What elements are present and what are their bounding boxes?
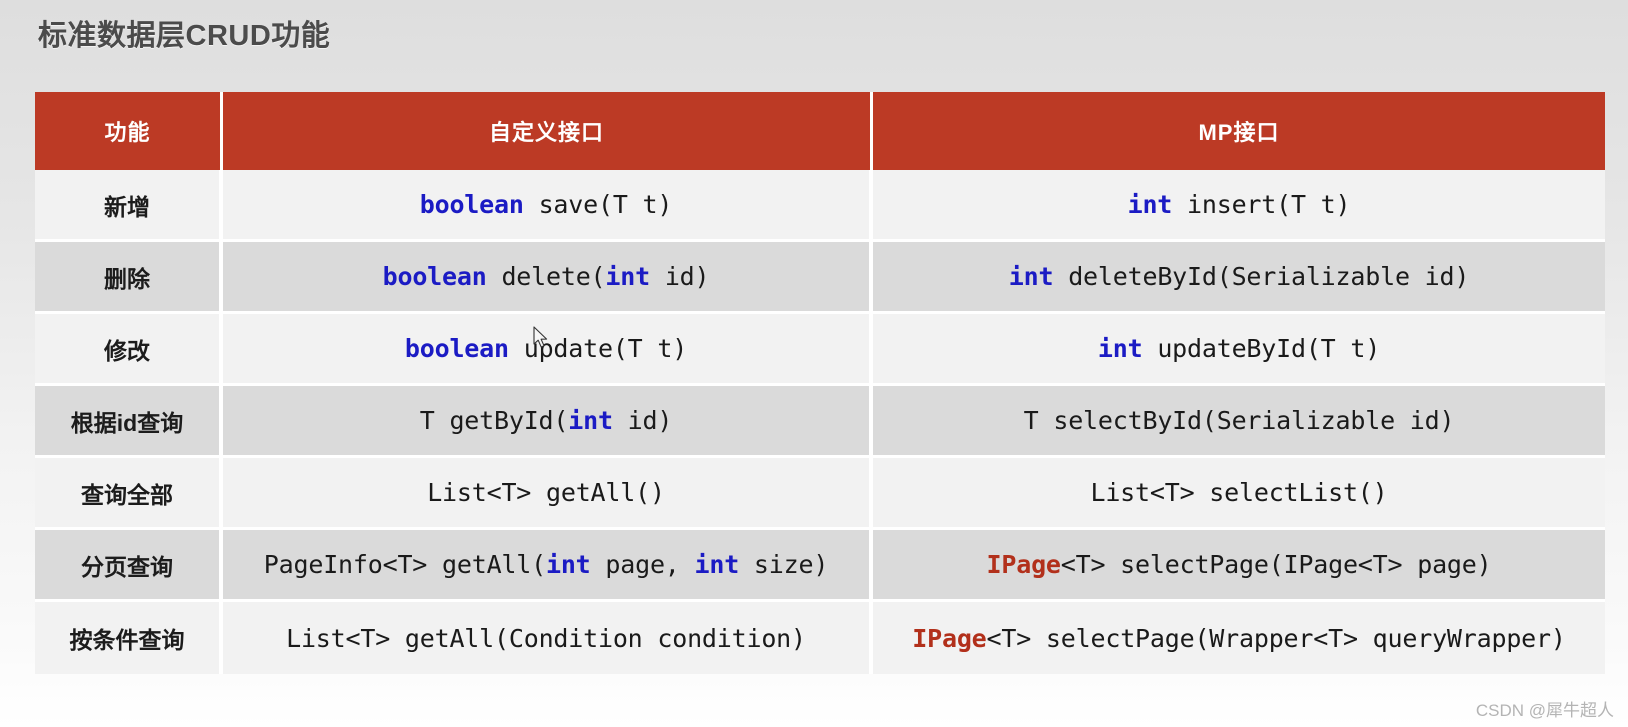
cell-mp-signature: IPage<T> selectPage(IPage<T> page): [873, 530, 1605, 602]
cell-feature: 删除: [35, 242, 223, 314]
column-header-mp-interface: MP接口: [873, 92, 1605, 170]
column-header-feature: 功能: [35, 92, 223, 170]
cell-feature: 修改: [35, 314, 223, 386]
cell-mp-signature: T selectById(Serializable id): [873, 386, 1605, 458]
cell-feature: 查询全部: [35, 458, 223, 530]
cell-custom-signature: PageInfo<T> getAll(int page, int size): [223, 530, 873, 602]
cell-mp-signature: int deleteById(Serializable id): [873, 242, 1605, 314]
cell-custom-signature: List<T> getAll(Condition condition): [223, 602, 873, 674]
table-header: 功能 自定义接口 MP接口: [35, 92, 1605, 170]
column-header-custom-interface: 自定义接口: [223, 92, 873, 170]
page-title: 标准数据层CRUD功能: [38, 20, 331, 52]
cell-mp-signature: List<T> selectList(): [873, 458, 1605, 530]
cell-custom-signature: T getById(int id): [223, 386, 873, 458]
table-header-row: 功能 自定义接口 MP接口: [35, 92, 1605, 170]
csdn-watermark: CSDN @犀牛超人: [1475, 701, 1614, 720]
cell-custom-signature: boolean save(T t): [223, 170, 873, 242]
cell-mp-signature: int updateById(T t): [873, 314, 1605, 386]
cell-mp-signature: IPage<T> selectPage(Wrapper<T> queryWrap…: [873, 602, 1605, 674]
cell-custom-signature: List<T> getAll(): [223, 458, 873, 530]
cell-feature: 根据id查询: [35, 386, 223, 458]
cell-custom-signature: boolean delete(int id): [223, 242, 873, 314]
cell-mp-signature: int insert(T t): [873, 170, 1605, 242]
cell-feature: 分页查询: [35, 530, 223, 602]
cell-feature: 按条件查询: [35, 602, 223, 674]
cell-feature: 新增: [35, 170, 223, 242]
cell-custom-signature: boolean update(T t): [223, 314, 873, 386]
